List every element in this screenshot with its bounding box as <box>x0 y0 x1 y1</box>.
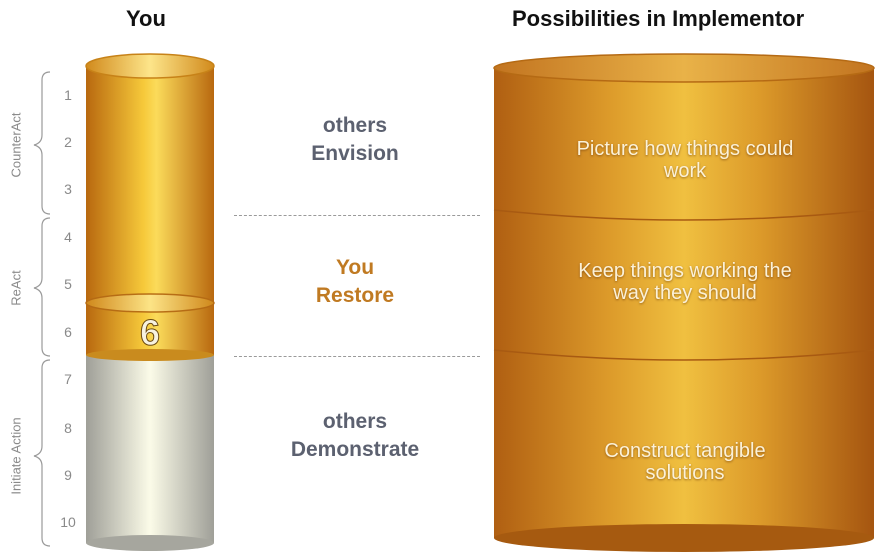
restore-line2: Restore <box>315 284 395 307</box>
divider-upper <box>234 215 480 216</box>
band-demonstrate-text: Construct tangible solutions <box>604 440 766 484</box>
possibilities-heading: Possibilities in Implementor <box>512 6 805 31</box>
silver-cylinder <box>86 355 214 551</box>
bracket-label-initiate-action: Initiate Action <box>8 417 24 495</box>
user-score: 6 <box>139 312 161 354</box>
restore-line1: You <box>335 256 375 279</box>
scale-number: 2 <box>64 134 72 150</box>
demonstrate-text: others Demonstrate <box>230 408 480 464</box>
envision-text: others Envision <box>230 112 480 168</box>
demonstrate-line1: others <box>322 410 388 433</box>
scale-number: 5 <box>64 276 72 292</box>
restore-text: You Restore <box>230 254 480 310</box>
band-restore-text: Keep things working the way they should <box>578 260 792 304</box>
scale-number: 4 <box>64 229 72 245</box>
bracket-initiate-action <box>33 359 51 547</box>
scale-number: 9 <box>64 467 72 483</box>
bracket-counteract <box>33 71 51 215</box>
demonstrate-line2: Demonstrate <box>290 438 420 461</box>
scale-number: 6 <box>64 324 72 340</box>
envision-line1: others <box>322 114 388 137</box>
scale-number: 3 <box>64 181 72 197</box>
bracket-react <box>33 217 51 357</box>
scale-number: 7 <box>64 371 72 387</box>
band-envision-text: Picture how things could work <box>576 138 794 182</box>
divider-lower <box>234 356 480 357</box>
gold-cylinder <box>85 53 215 361</box>
envision-line2: Envision <box>311 142 399 165</box>
scale-number: 10 <box>60 514 76 530</box>
scale-number: 1 <box>64 87 72 103</box>
bracket-label-react: ReAct <box>8 270 24 306</box>
scale-number: 8 <box>64 420 72 436</box>
implementor-cylinder <box>493 53 875 552</box>
you-heading: You <box>126 6 166 31</box>
bracket-label-counteract: CounterAct <box>8 112 24 178</box>
